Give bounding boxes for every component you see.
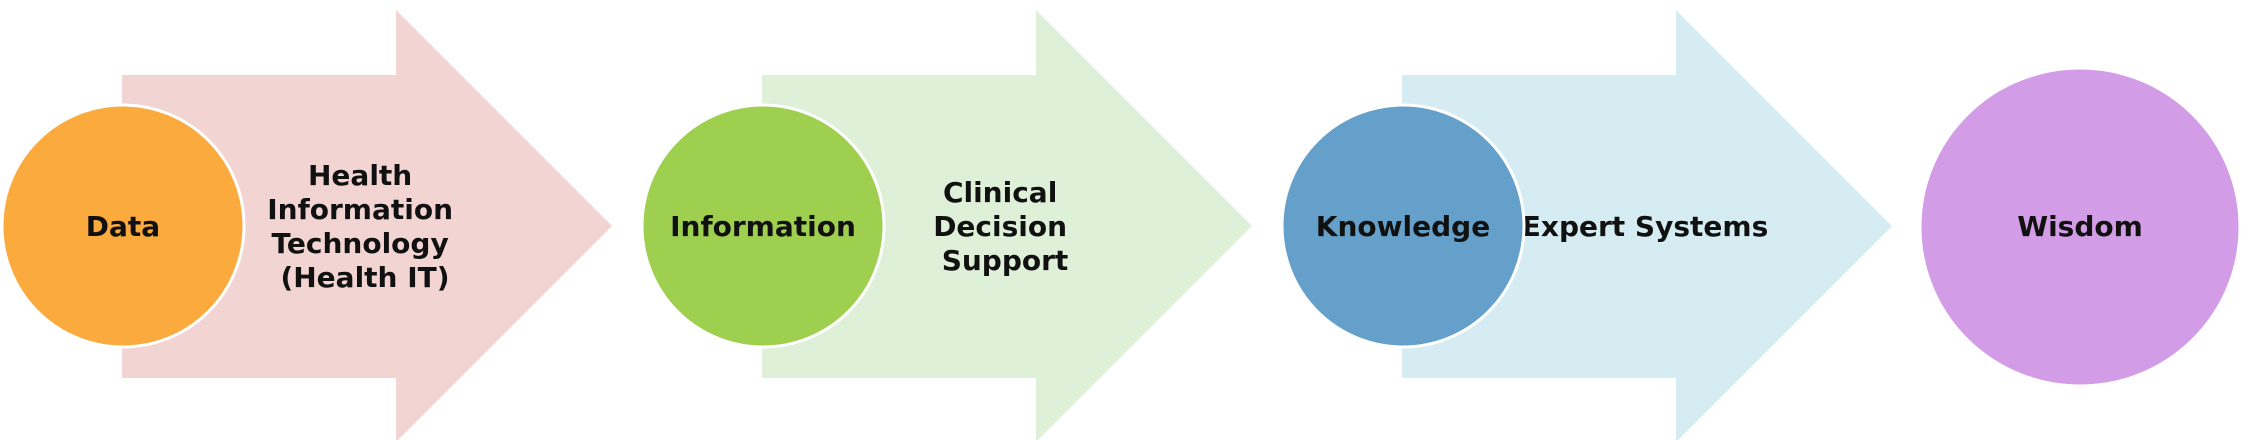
information-circle bbox=[640, 103, 886, 349]
arrow-2-label: Clinical Decision Support bbox=[933, 176, 1077, 277]
arrow-1-shape bbox=[122, 10, 612, 440]
wisdom-circle bbox=[1918, 66, 2242, 388]
arrow-3: Expert Systems bbox=[1402, 10, 1892, 440]
wisdom-label: Wisdom bbox=[2017, 210, 2143, 243]
node-information: Information bbox=[640, 103, 886, 349]
knowledge-label: Knowledge bbox=[1316, 210, 1490, 243]
node-wisdom: Wisdom bbox=[1918, 66, 2242, 388]
arrow-2: Clinical Decision Support bbox=[762, 10, 1252, 440]
knowledge-circle bbox=[1280, 103, 1526, 349]
data-label: Data bbox=[86, 210, 160, 243]
arrow-2-shape bbox=[762, 10, 1252, 440]
node-data: Data bbox=[0, 103, 246, 349]
arrow-1-label: Health Information Technology (Health IT… bbox=[267, 159, 463, 294]
arrow-3-shape bbox=[1402, 10, 1892, 440]
node-knowledge: Knowledge bbox=[1280, 103, 1526, 349]
arrow-3-label: Expert Systems bbox=[1522, 210, 1768, 243]
information-label: Information bbox=[670, 210, 856, 243]
data-circle bbox=[0, 103, 246, 349]
arrow-1: Health Information Technology (Health IT… bbox=[122, 10, 612, 440]
